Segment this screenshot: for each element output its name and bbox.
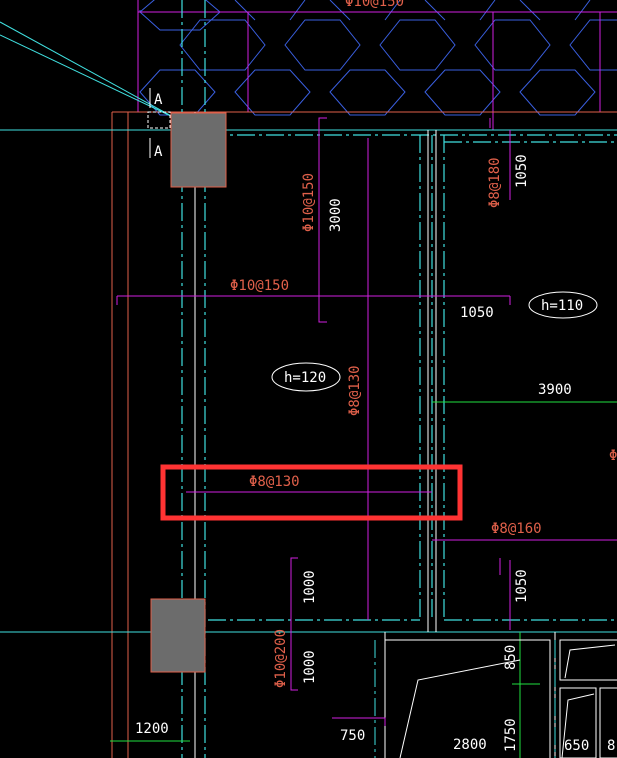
vertical-rebar-center-label: Φ8@130 <box>347 365 363 416</box>
horizontal-rebar-length: 1050 <box>460 305 494 321</box>
dimension-2800: 2800 <box>453 737 487 753</box>
dimension-lines <box>110 401 617 758</box>
hatch-boundary <box>137 0 617 130</box>
column-upper[interactable] <box>170 112 227 188</box>
hexagon-hatch-pattern <box>139 0 617 116</box>
highlight-selection-box[interactable] <box>160 464 463 521</box>
column-lower[interactable] <box>150 598 206 673</box>
lower-dashed <box>374 640 556 758</box>
dimension-3900: 3900 <box>538 382 572 398</box>
highlighted-rebar-label[interactable]: Φ8@130 <box>249 474 300 490</box>
lower-structures <box>385 639 617 758</box>
dimension-650: 650 <box>564 738 589 754</box>
slab-thickness-ellipse-center[interactable] <box>271 362 341 392</box>
lower-right-rebar-label: Φ8@160 <box>491 521 542 537</box>
dimension-750: 750 <box>340 728 365 744</box>
beam-outline <box>111 111 617 758</box>
section-mark-a-upper: A <box>154 92 163 108</box>
lower-left-rebar-length-lower: 1000 <box>302 650 318 684</box>
rebar-lines <box>116 117 617 726</box>
horizontal-rebar-label: Φ10@150 <box>230 278 289 294</box>
slab-thickness-upper-right: h=110 <box>541 298 583 314</box>
section-mark-lines <box>147 88 171 158</box>
wall-dashed-lines <box>181 0 617 758</box>
slab-thickness-center: h=120 <box>284 370 326 386</box>
top-rebar-length: 3000 <box>328 198 344 232</box>
slab-thickness-ellipse-upper-right[interactable] <box>528 291 598 319</box>
right-edge-label: Φ <box>609 448 617 464</box>
top-rebar-label-partial: Φ10@150 <box>345 0 404 10</box>
dimension-1750: 1750 <box>503 718 519 752</box>
lower-left-rebar-label: Φ10@200 <box>273 629 289 688</box>
upper-right-rebar-label: Φ8@180 <box>487 157 503 208</box>
dimension-1200: 1200 <box>135 721 169 737</box>
lower-right-rebar-length: 1050 <box>514 569 530 603</box>
dimension-850: 850 <box>503 645 519 670</box>
section-mark-a-lower: A <box>154 144 163 160</box>
upper-right-rebar-length: 1050 <box>514 154 530 188</box>
dimension-8: 8 <box>607 738 615 754</box>
axis-lines <box>0 21 617 633</box>
lower-left-rebar-length-upper: 1000 <box>302 570 318 604</box>
top-rebar-label: Φ10@150 <box>301 173 317 232</box>
